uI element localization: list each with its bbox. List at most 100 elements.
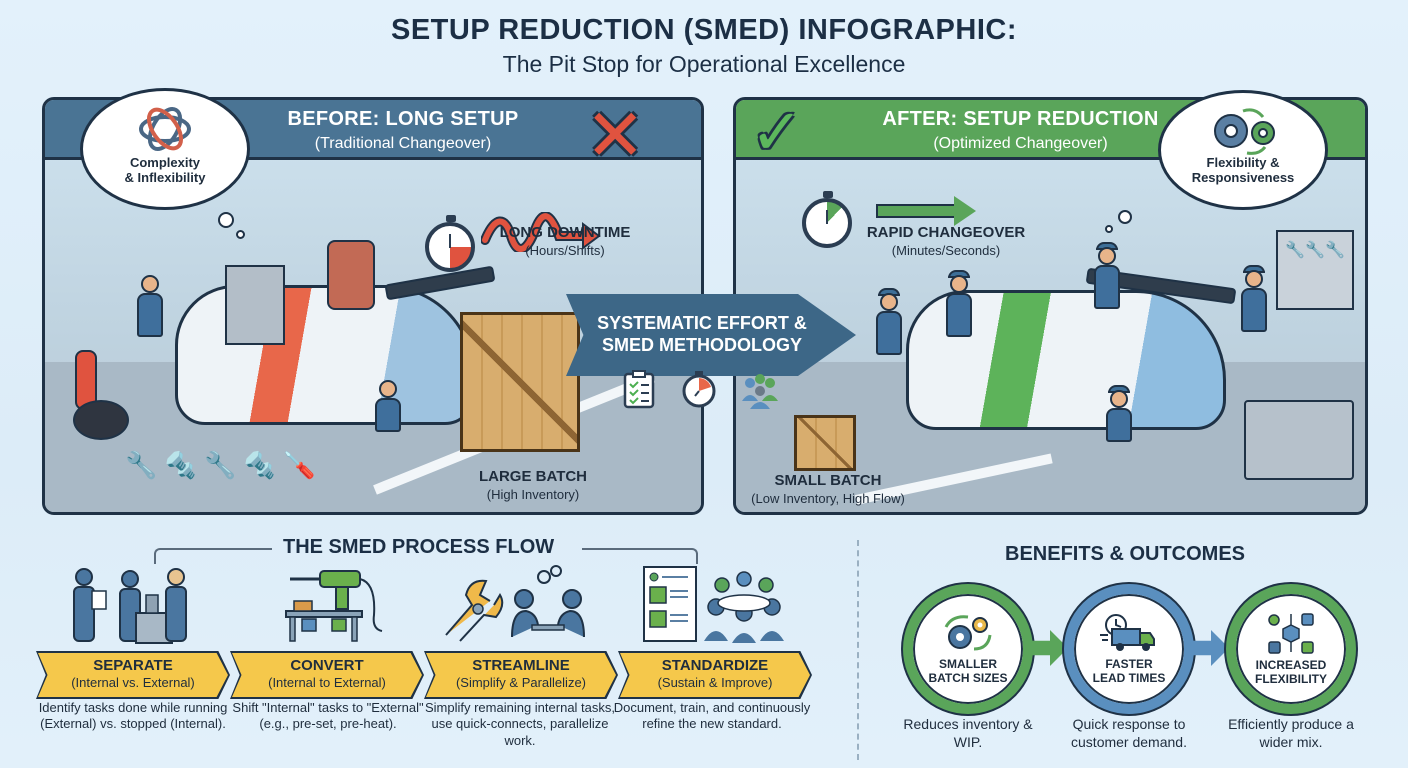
step-streamline-title: STREAMLINE [472, 657, 570, 674]
long-downtime-label: LONG DOWNTIME (Hours/Shifts) [485, 224, 645, 258]
race-car-red [175, 285, 475, 425]
benefit-arrow [1028, 630, 1068, 666]
tangled-knot-icon [139, 107, 191, 151]
small-batch-title: SMALL BATCH [774, 472, 882, 489]
pit-crew-cleaner [946, 270, 972, 337]
after-subtitle: (Optimized Changeover) [933, 135, 1108, 152]
flexibility-thought-cloud: Flexibility & Responsiveness [1158, 90, 1328, 210]
small-batch-label: SMALL BATCH (Low Inventory, High Flow) [738, 472, 918, 506]
rear-wing [384, 265, 496, 301]
subtitle: The Pit Stop for Operational Excellence [502, 51, 906, 77]
thought-bubble-dot [1105, 225, 1113, 233]
rapid-changeover-title: RAPID CHANGEOVER [866, 224, 1026, 241]
large-batch-detail: (High Inventory) [486, 487, 580, 502]
complexity-text: Complexity [129, 155, 201, 170]
step-separate-subtitle: (Internal vs. External) [71, 675, 195, 690]
step-standardize-subtitle: (Sustain & Improve) [657, 675, 773, 690]
step-streamline: STREAMLINE (Simplify & Parallelize) [426, 653, 616, 697]
thought-bubble-dot [218, 212, 234, 228]
step-convert: CONVERT (Internal to External) [232, 653, 422, 697]
systematic-effort-arrow: SYSTEMATIC EFFORT & SMED METHODOLOGY [566, 294, 856, 376]
responsiveness-text: Responsiveness [1191, 170, 1295, 185]
process-bracket-right [582, 548, 698, 564]
tool-pegboard: 🔧🔧🔧 [1276, 230, 1354, 310]
small-crate [794, 415, 856, 471]
drill-workbench-icon [285, 570, 383, 642]
thought-bubble-dot [1118, 210, 1132, 224]
stopwatch-icon [680, 368, 718, 410]
systematic-effort-text: SYSTEMATIC EFFORT & [597, 313, 807, 334]
rapid-changeover-detail: (Minutes/Seconds) [891, 243, 1001, 258]
step-convert-title: CONVERT [290, 657, 364, 674]
before-subtitle: (Traditional Changeover) [314, 135, 492, 152]
pit-crew-wing-left [1094, 242, 1120, 309]
tire-stack [73, 400, 129, 440]
step-streamline-desc: Simplify remaining internal tasks, use q… [424, 700, 616, 748]
step-convert-subtitle: (Internal to External) [268, 675, 386, 690]
large-batch-label: LARGE BATCH (High Inventory) [453, 468, 613, 502]
tool-cart [1244, 400, 1354, 480]
rapid-changeover-label: RAPID CHANGEOVER (Minutes/Seconds) [846, 224, 1046, 258]
benefit-arrow [1189, 630, 1229, 666]
step-streamline-subtitle: (Simplify & Parallelize) [455, 675, 587, 690]
stressed-worker [137, 275, 163, 337]
main-title: SETUP REDUCTION (SMED) INFOGRAPHIC: [391, 14, 1017, 46]
gears-cycle-icon [944, 614, 992, 651]
step-standardize: STANDARDIZE (Sustain & Improve) [620, 653, 810, 697]
scattered-tools: 🔧 🔩 🔧 🔩 🪛 [125, 450, 316, 480]
section-divider [857, 540, 859, 760]
step-standardize-title: STANDARDIZE [661, 657, 769, 674]
network-hub-icon [1268, 612, 1314, 654]
benefits-title: BENEFITS & OUTCOMES [1005, 543, 1246, 565]
pit-crew-wing-right [1241, 265, 1267, 332]
benefit-smaller-batch-desc: Reduces inventory & WIP. [903, 716, 1033, 750]
workers-at-machine-icon [73, 568, 187, 644]
stopwatch-fast-icon [802, 191, 852, 248]
thought-bubble-dot [236, 230, 245, 239]
smed-methodology-text: SMED METHODOLOGY [601, 335, 802, 355]
before-title: BEFORE: LONG SETUP [287, 108, 519, 130]
small-batch-detail: (Low Inventory, High Flow) [751, 491, 905, 506]
process-bracket-left [154, 548, 272, 564]
quick-connect-icon [445, 565, 585, 642]
x-mark-icon: ✕ [585, 97, 646, 176]
gears-icon [1214, 108, 1275, 155]
step-separate-desc: Identify tasks done while running (Exter… [38, 700, 228, 732]
long-downtime-detail: (Hours/Shifts) [525, 243, 605, 258]
step-separate: SEPARATE (Internal vs. External) [38, 653, 228, 697]
step-standardize-desc: Document, train, and continuously refine… [613, 700, 811, 732]
document-team-icon [643, 566, 784, 643]
process-title: THE SMED PROCESS FLOW [283, 536, 555, 558]
tool-cabinet [225, 265, 285, 345]
straight-arrow-head [954, 196, 976, 226]
flexibility-text: Flexibility & [1206, 155, 1280, 170]
inflexibility-text: & Inflexibility [124, 170, 206, 185]
large-batch-title: LARGE BATCH [478, 468, 588, 485]
drum [327, 240, 375, 310]
stopwatch-slow-icon [425, 215, 475, 272]
pit-crew-fueler [876, 288, 902, 355]
after-title: AFTER: SETUP REDUCTION [882, 108, 1159, 130]
pit-crew-tire-changer [1106, 385, 1132, 442]
delivery-truck-clock-icon [1100, 613, 1155, 651]
benefit-flexibility-desc: Efficiently produce a wider mix. [1228, 716, 1354, 750]
large-crate [460, 312, 580, 452]
step-convert-desc: Shift "Internal" tasks to "External" (e.… [232, 700, 424, 732]
straight-arrow-shaft [876, 204, 956, 218]
infographic-header: SETUP REDUCTION (SMED) INFOGRAPHIC: The … [0, 14, 1408, 78]
step-separate-title: SEPARATE [93, 657, 173, 674]
wavy-arrow-icon [481, 212, 601, 252]
kneeling-worker [375, 380, 401, 432]
team-icon [740, 368, 778, 410]
complexity-thought-cloud: Complexity & Inflexibility [80, 88, 250, 210]
checklist-icon [620, 368, 658, 410]
transition-icons [620, 368, 778, 410]
check-mark-icon: ✓ [750, 97, 804, 168]
long-downtime-title: LONG DOWNTIME [499, 224, 631, 241]
